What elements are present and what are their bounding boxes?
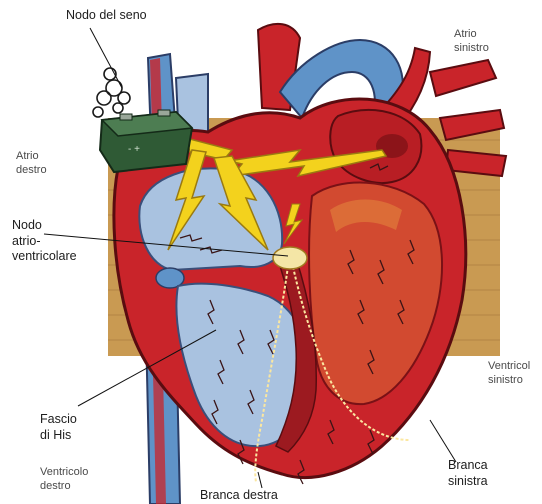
label-fascio-di-his: Fascio di His — [40, 412, 77, 443]
label-ventricolo-sinistro: Ventricol sinistro — [488, 360, 530, 388]
label-atrio-sinistro: Atrio sinistro — [454, 28, 489, 56]
label-line: Nodo — [12, 218, 77, 234]
label-line: Atrio — [454, 28, 489, 42]
label-line: atrio- — [12, 234, 77, 250]
label-nodo-del-seno: Nodo del seno — [66, 8, 147, 24]
label-branca-sinistra: Branca sinistra — [448, 458, 488, 489]
label-line: ventricolare — [12, 249, 77, 265]
label-line: Atrio — [16, 150, 47, 164]
smoke-puff-icon — [93, 68, 130, 117]
svg-text:- +: - + — [128, 144, 140, 155]
label-nodo-atrioventricolare: Nodo atrio- ventricolare — [12, 218, 77, 265]
label-line: sinistro — [454, 42, 489, 56]
pulmonary-vein-upper — [430, 60, 496, 96]
label-line: Nodo del seno — [66, 8, 147, 24]
label-line: di His — [40, 428, 77, 444]
right-atrium-chamber — [139, 169, 282, 271]
label-line: sinistra — [448, 474, 488, 490]
label-ventricolo-destro: Ventricolo destro — [40, 466, 88, 494]
label-line: destro — [40, 480, 88, 494]
label-line: destro — [16, 164, 47, 178]
av-node — [273, 247, 307, 269]
leader-branca-destra — [258, 472, 262, 488]
label-line: Ventricolo — [40, 466, 88, 480]
label-atrio-destro: Atrio destro — [16, 150, 47, 178]
label-line: Fascio — [40, 412, 77, 428]
label-line: sinistro — [488, 374, 530, 388]
label-branca-destra: Branca destra — [200, 488, 278, 504]
label-line: Branca — [448, 458, 488, 474]
label-line: Branca destra — [200, 488, 278, 504]
battery-icon: - + — [100, 110, 192, 172]
label-line: Ventricol — [488, 360, 530, 374]
leader-branca-sinistra — [430, 420, 456, 462]
